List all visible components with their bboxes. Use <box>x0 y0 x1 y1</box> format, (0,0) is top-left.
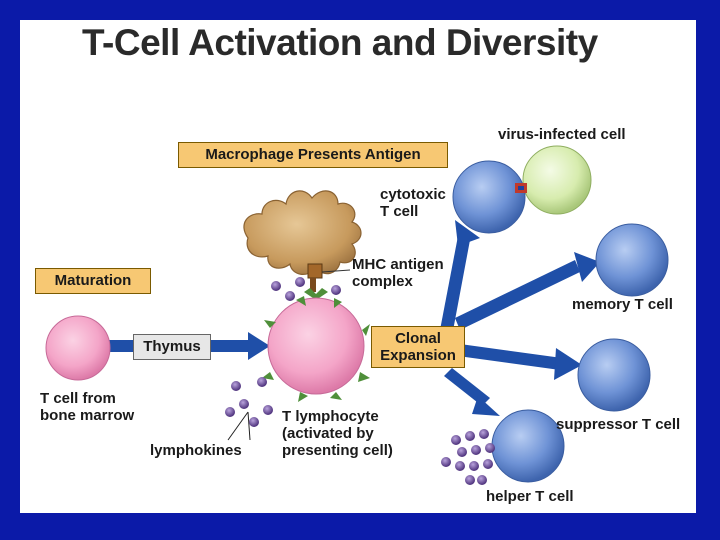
macrophage <box>243 190 362 275</box>
lymphokine-dots-upper <box>271 277 341 301</box>
t-cell-from-bone-marrow-label: T cell from bone marrow <box>40 390 135 424</box>
arrow-to-cytotoxic <box>440 220 480 336</box>
macrophage-presents-antigen-label: Macrophage Presents Antigen <box>178 142 448 168</box>
lymphokines-label: lymphokines <box>150 442 242 459</box>
t-lymphocyte-label: T lymphocyte (activated by presenting ce… <box>282 408 393 459</box>
virus-infected-cell-label: virus-infected cell <box>498 126 626 143</box>
activated-t-lymphocyte <box>267 297 365 395</box>
lymphokine-leader-lines <box>227 411 251 441</box>
helper-t-cell <box>491 409 565 483</box>
thymus-label: Thymus <box>133 334 211 360</box>
diagram-canvas <box>45 145 669 485</box>
cell-contact-marker <box>515 183 527 193</box>
mhc-antigen-complex <box>304 263 351 300</box>
arrow-to-helper <box>444 368 500 416</box>
diagram-title: T-Cell Activation and Diversity <box>82 22 598 63</box>
slide-frame: T-Cell Activation and Diversity Macropha… <box>20 20 696 513</box>
clonal-expansion-label: Clonal Expansion <box>371 326 465 368</box>
arrow-to-suppressor <box>458 344 582 380</box>
lymphokine-dots-lower <box>225 377 273 427</box>
memory-t-cell-label: memory T cell <box>572 296 673 313</box>
helper-t-cell-label: helper T cell <box>486 488 574 505</box>
suppressor-t-cell-label: suppressor T cell <box>556 416 681 433</box>
naive-t-cell <box>45 315 111 381</box>
infected-cell <box>522 145 592 215</box>
cytotoxic-t-cell-label: cytotoxic T cell <box>380 186 446 220</box>
mhc-antigen-complex-label: MHC antigen complex <box>352 256 444 290</box>
maturation-label: Maturation <box>35 268 151 294</box>
arrow-to-memory <box>455 252 600 330</box>
lymphokine-cluster-helper <box>441 429 495 485</box>
suppressor-t-cell <box>577 338 651 412</box>
memory-t-cell <box>595 223 669 297</box>
cytotoxic-t-cell <box>452 160 526 234</box>
